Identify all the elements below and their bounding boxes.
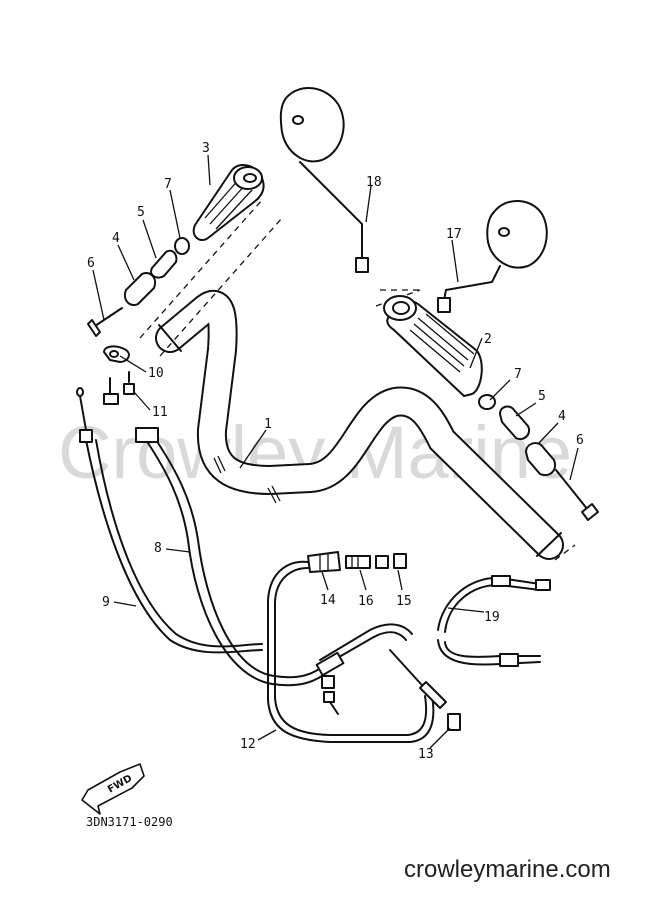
leader-lines — [92, 154, 579, 749]
callout-12: 12 — [240, 737, 256, 752]
callout-2: 2 — [484, 332, 492, 347]
callout-7-right: 7 — [514, 367, 522, 382]
callout-16: 16 — [358, 594, 374, 609]
handlebar — [155, 290, 564, 560]
callout-6-right: 6 — [576, 433, 584, 448]
left-collar — [174, 237, 190, 255]
diagram-code: 3DN3171-0290 — [86, 815, 173, 829]
callout-9: 9 — [102, 595, 110, 610]
callout-7: 7 — [164, 177, 172, 192]
throttle-grip — [383, 295, 483, 397]
left-bar-end — [124, 272, 156, 306]
adjuster-cap — [393, 553, 407, 569]
callout-4-right: 4 — [558, 409, 566, 424]
left-bar-end-bolt — [87, 307, 123, 337]
forward-arrow: FWD — [81, 763, 145, 815]
callout-1: 1 — [264, 417, 272, 432]
right-spacer — [499, 405, 530, 440]
cable-end-fitting — [321, 675, 339, 715]
cable-bolt — [447, 713, 461, 731]
callout-13: 13 — [418, 747, 434, 762]
brake-cable — [103, 377, 331, 687]
left-mirror — [279, 86, 369, 273]
callout-18: 18 — [366, 175, 382, 190]
left-grip-outline — [139, 199, 283, 357]
callout-8: 8 — [154, 541, 162, 556]
callout-labels: 3 7 5 4 6 10 11 1 2 7 5 4 6 18 17 19 8 9… — [87, 141, 584, 762]
callout-14: 14 — [320, 593, 336, 608]
right-mirror — [437, 199, 548, 313]
callout-4: 4 — [112, 231, 120, 246]
callout-6: 6 — [87, 256, 95, 271]
starter-cable — [437, 575, 551, 667]
callout-3: 3 — [202, 141, 210, 156]
right-bar-end-bolt — [555, 469, 599, 521]
holder-screw — [123, 371, 135, 395]
callout-15: 15 — [396, 594, 412, 609]
site-url: crowleymarine.com — [404, 856, 611, 883]
left-grip — [192, 163, 265, 242]
callout-17: 17 — [446, 227, 462, 242]
callout-11: 11 — [152, 405, 168, 420]
callout-10: 10 — [148, 366, 164, 381]
callout-5: 5 — [137, 205, 145, 220]
throttle-cable — [267, 551, 435, 743]
lock-nut — [375, 555, 389, 569]
right-bar-end — [525, 442, 556, 476]
callout-5-right: 5 — [538, 389, 546, 404]
cable-adjuster — [345, 555, 371, 569]
callout-19: 19 — [484, 610, 500, 625]
throttle-return-cable — [315, 623, 447, 709]
